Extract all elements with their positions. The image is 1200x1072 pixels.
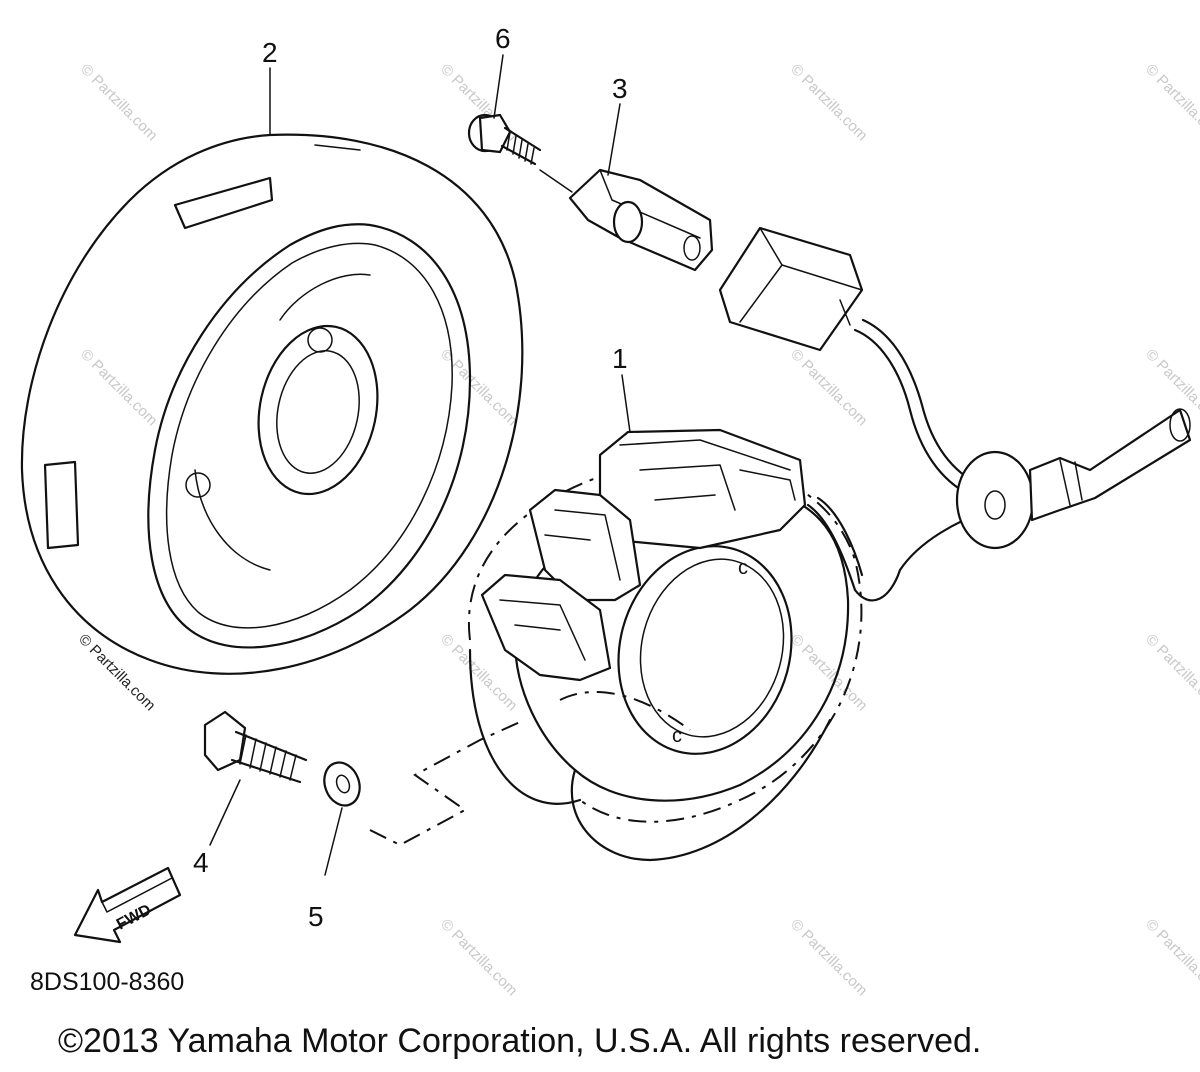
- stator-assembly: c c: [467, 428, 863, 862]
- pickup-coil-screw: [467, 113, 542, 166]
- assembly-guide-line: [369, 721, 521, 847]
- copyright-notice: ©2013 Yamaha Motor Corporation, U.S.A. A…: [58, 1022, 982, 1060]
- watermark: © Partzilla.com: [787, 61, 870, 144]
- callout-numbers: 2 6 3 1 4 5: [193, 23, 628, 932]
- watermark: © Partzilla.com: [787, 916, 870, 999]
- svg-text:c: c: [738, 557, 748, 579]
- flywheel-rotor: [20, 133, 524, 675]
- flywheel-bolt: [203, 710, 308, 784]
- callout-2: 2: [262, 37, 278, 68]
- watermark: © Partzilla.com: [77, 61, 160, 144]
- watermark: © Partzilla.com: [1142, 916, 1200, 999]
- washer: [323, 761, 361, 807]
- coupler-connector: [718, 226, 864, 352]
- forward-arrow-icon: FWD: [73, 866, 182, 944]
- watermark: © Partzilla.com: [1142, 61, 1200, 144]
- leader-lines: [209, 54, 631, 876]
- diagram-part-code: 8DS100-8360: [30, 968, 185, 996]
- pickup-coil: [539, 168, 714, 272]
- watermark: © Partzilla.com: [437, 346, 520, 429]
- callout-5: 5: [308, 901, 324, 932]
- wire-harness: [806, 318, 1192, 602]
- callout-6: 6: [495, 23, 511, 54]
- callout-4: 4: [193, 847, 209, 878]
- watermark: © Partzilla.com: [787, 346, 870, 429]
- svg-text:c: c: [672, 725, 682, 747]
- watermark: © Partzilla.com: [437, 916, 520, 999]
- watermark: © Partzilla.com: [1142, 631, 1200, 714]
- watermark: © Partzilla.com: [77, 346, 160, 429]
- callout-1: 1: [612, 343, 628, 374]
- callout-3: 3: [612, 73, 628, 104]
